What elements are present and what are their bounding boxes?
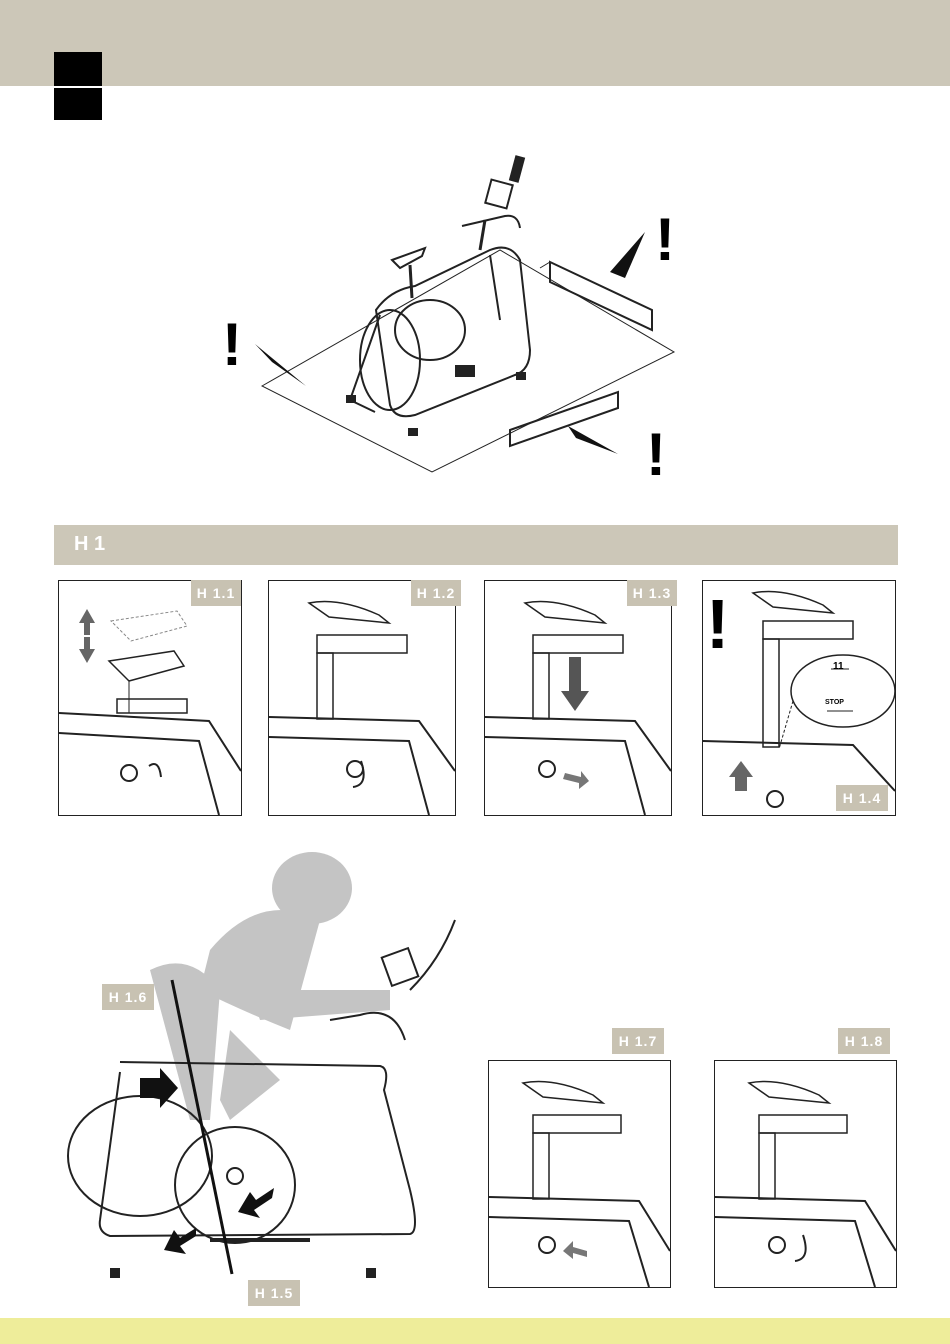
panel-h12	[268, 580, 456, 816]
detail-stop: STOP	[825, 699, 844, 706]
label-h13: H 1.3	[627, 580, 677, 606]
label-h18: H 1.8	[838, 1028, 890, 1054]
warning-mark-right: !	[655, 205, 675, 274]
detail-number: 11	[833, 661, 844, 672]
panel-h14: 11 STOP	[702, 580, 896, 816]
bike-leveling-illustration	[200, 150, 720, 490]
rider-position-illustration	[60, 840, 480, 1290]
warning-mark-left: !	[222, 310, 242, 379]
panel-h18	[714, 1060, 897, 1288]
saddle-knob-tighten-drawing	[715, 1061, 896, 1287]
saddle-height-adjust-drawing	[59, 581, 241, 815]
footer-band	[0, 1318, 950, 1344]
warning-mark-bottom: !	[646, 420, 666, 489]
language-tab-bottom	[54, 88, 102, 120]
label-h17: H 1.7	[612, 1028, 664, 1054]
header-band	[0, 0, 950, 86]
panel-h17	[488, 1060, 671, 1288]
saddle-lock-push-drawing	[489, 1061, 670, 1287]
label-h14: H 1.4	[836, 785, 888, 811]
stop-mark-check-drawing	[703, 581, 895, 815]
saddle-knob-turn-drawing	[269, 581, 455, 815]
panel-h13	[484, 580, 672, 816]
label-h15: H 1.5	[248, 1280, 300, 1306]
language-tab-top	[54, 52, 102, 86]
panel-h11	[58, 580, 242, 816]
section-header: H 1	[54, 525, 898, 565]
label-h12: H 1.2	[411, 580, 461, 606]
label-h11: H 1.1	[191, 580, 241, 606]
warning-mark-h14: !	[706, 584, 729, 664]
label-h16: H 1.6	[102, 984, 154, 1010]
section-title: H 1	[74, 533, 105, 556]
saddle-lower-drawing	[485, 581, 671, 815]
